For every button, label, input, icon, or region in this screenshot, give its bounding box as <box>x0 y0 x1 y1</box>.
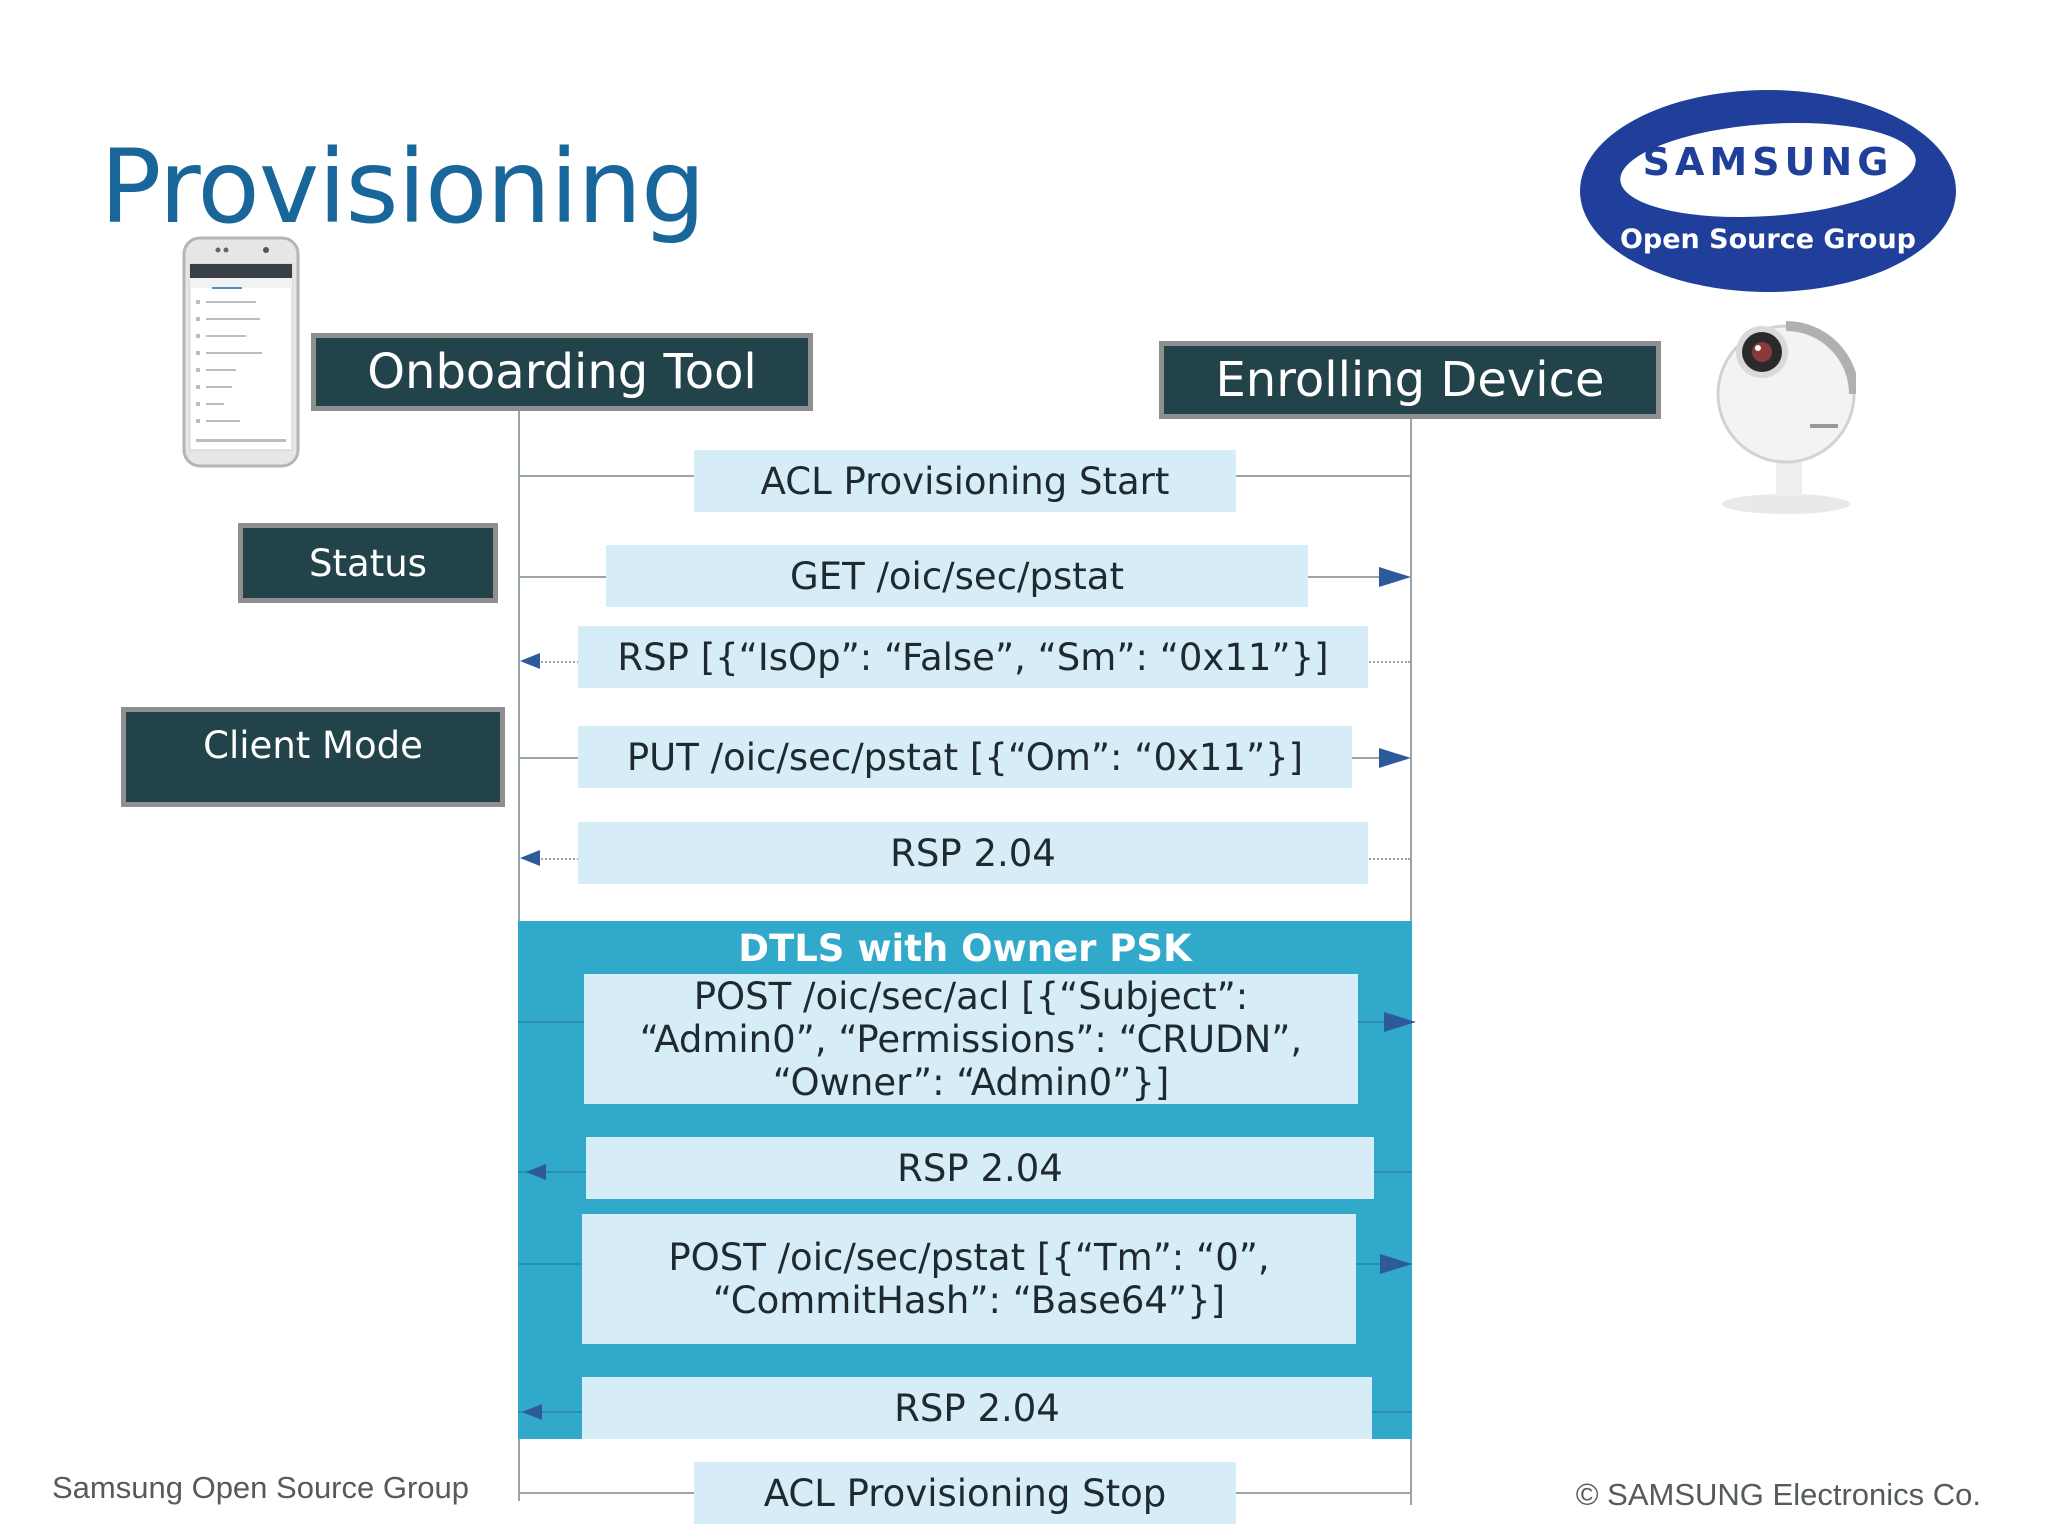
arrow-right-icon <box>1384 1012 1416 1032</box>
status-box: Status <box>238 523 498 603</box>
dtls-owner-psk-region: DTLS with Owner PSK POST /oic/sec/acl [{… <box>518 921 1416 1439</box>
onboarding-tool-box: Onboarding Tool <box>311 333 813 411</box>
client-mode-box: Client Mode <box>121 707 505 807</box>
footer-left: Samsung Open Source Group <box>52 1470 470 1505</box>
logo-brand-text: SAMSUNG <box>1642 140 1894 184</box>
rsp-pstat-msg: RSP [{“IsOp”: “False”, “Sm”: “0x11”}] <box>578 626 1368 688</box>
arrow-left-icon <box>520 850 540 866</box>
arrow-left-icon <box>522 1404 542 1420</box>
samsung-logo: SAMSUNG Open Source Group <box>1578 88 1958 294</box>
slide-title: Provisioning <box>100 128 706 247</box>
arrow-left-icon <box>520 653 540 669</box>
camera-image <box>1706 314 1859 516</box>
acl-provisioning-stop-msg: ACL Provisioning Stop <box>694 1462 1236 1524</box>
arrow-right-icon <box>1380 1254 1412 1274</box>
post-acl-msg: POST /oic/sec/acl [{“Subject”: “Admin0”,… <box>584 974 1358 1104</box>
footer-right: © SAMSUNG Electronics Co. <box>1575 1477 1981 1512</box>
put-pstat-msg: PUT /oic/sec/pstat [{“Om”: “0x11”}] <box>578 726 1352 788</box>
arrow-right-icon <box>1379 567 1411 587</box>
logo-tagline-text: Open Source Group <box>1619 224 1917 255</box>
arrow-left-icon <box>526 1164 546 1180</box>
get-pstat-msg: GET /oic/sec/pstat <box>606 545 1308 607</box>
acl-provisioning-start-msg: ACL Provisioning Start <box>694 450 1236 512</box>
arrow-right-icon <box>1379 748 1411 768</box>
smartphone-image <box>182 236 300 468</box>
rsp-put-msg: RSP 2.04 <box>578 822 1368 884</box>
rsp-dtls-pstat-msg: RSP 2.04 <box>582 1377 1372 1439</box>
post-pstat-msg: POST /oic/sec/pstat [{“Tm”: “0”, “Commit… <box>582 1214 1356 1344</box>
dtls-title: DTLS with Owner PSK <box>738 927 1192 970</box>
rsp-acl-msg: RSP 2.04 <box>586 1137 1374 1199</box>
enrolling-device-box: Enrolling Device <box>1159 341 1661 419</box>
